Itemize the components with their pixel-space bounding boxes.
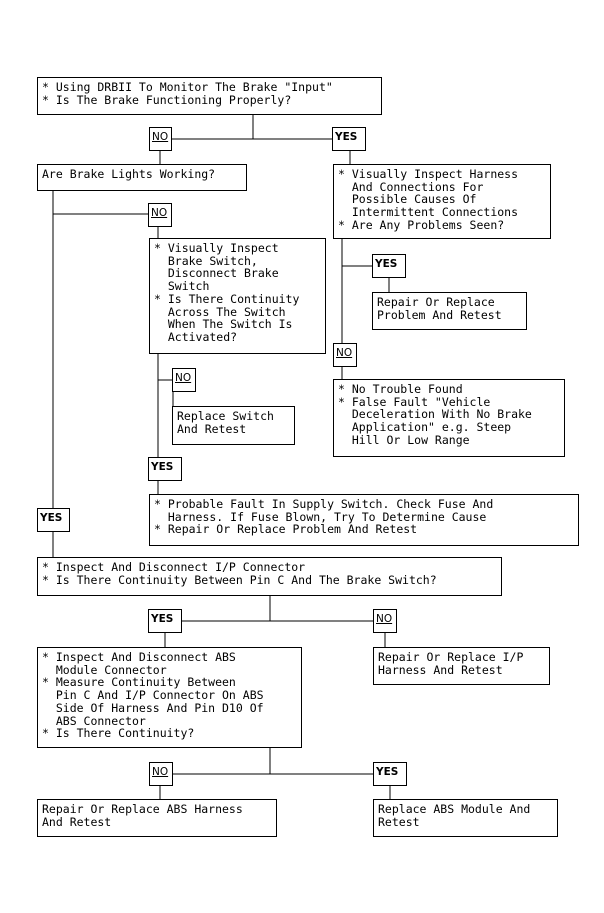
inspect-brake-switch-box: * Visually Inspect Brake Switch, Disconn… (149, 238, 326, 354)
no-label: NO (175, 372, 192, 384)
replace-abs-module-box: Replace ABS Module And Retest (373, 799, 558, 837)
yes-label: YES (151, 461, 174, 473)
inspect-harness-box: * Visually Inspect Harness And Connectio… (333, 164, 551, 239)
no-tag: NO (333, 343, 357, 367)
yes-label: YES (376, 766, 399, 778)
repair-abs-harness-box: Repair Or Replace ABS Harness And Retest (37, 799, 277, 837)
yes-label: YES (335, 131, 358, 143)
no-tag: NO (148, 203, 172, 227)
no-tag: NO (172, 368, 196, 392)
no-label: NO (336, 347, 353, 359)
probable-fault-box: * Probable Fault In Supply Switch. Check… (149, 494, 579, 546)
yes-label: YES (375, 258, 398, 270)
brake-monitor-question-box: * Using DRBII To Monitor The Brake "Inpu… (37, 77, 382, 115)
yes-tag: YES (332, 127, 366, 151)
yes-tag: YES (148, 457, 182, 481)
no-tag: NO (373, 609, 397, 633)
yes-label: YES (40, 512, 63, 524)
no-label: NO (152, 131, 169, 143)
repair-problem-box: Repair Or Replace Problem And Retest (372, 292, 527, 330)
repair-ip-harness-box: Repair Or Replace I/P Harness And Retest (373, 647, 550, 685)
no-label: NO (151, 207, 168, 219)
no-label: NO (376, 613, 393, 625)
inspect-abs-connector-box: * Inspect And Disconnect ABS Module Conn… (37, 647, 302, 748)
no-label: NO (152, 766, 169, 778)
no-tag: NO (149, 762, 173, 786)
yes-label: YES (151, 613, 174, 625)
yes-tag: YES (373, 762, 407, 786)
no-trouble-found-box: * No Trouble Found * False Fault "Vehicl… (333, 379, 565, 457)
no-tag: NO (149, 127, 172, 151)
brake-lights-question-box: Are Brake Lights Working? (37, 164, 247, 191)
yes-tag: YES (37, 508, 70, 532)
replace-switch-box: Replace Switch And Retest (172, 406, 295, 445)
yes-tag: YES (372, 254, 406, 278)
inspect-ip-connector-box: * Inspect And Disconnect I/P Connector *… (37, 557, 502, 596)
yes-tag: YES (148, 609, 182, 633)
